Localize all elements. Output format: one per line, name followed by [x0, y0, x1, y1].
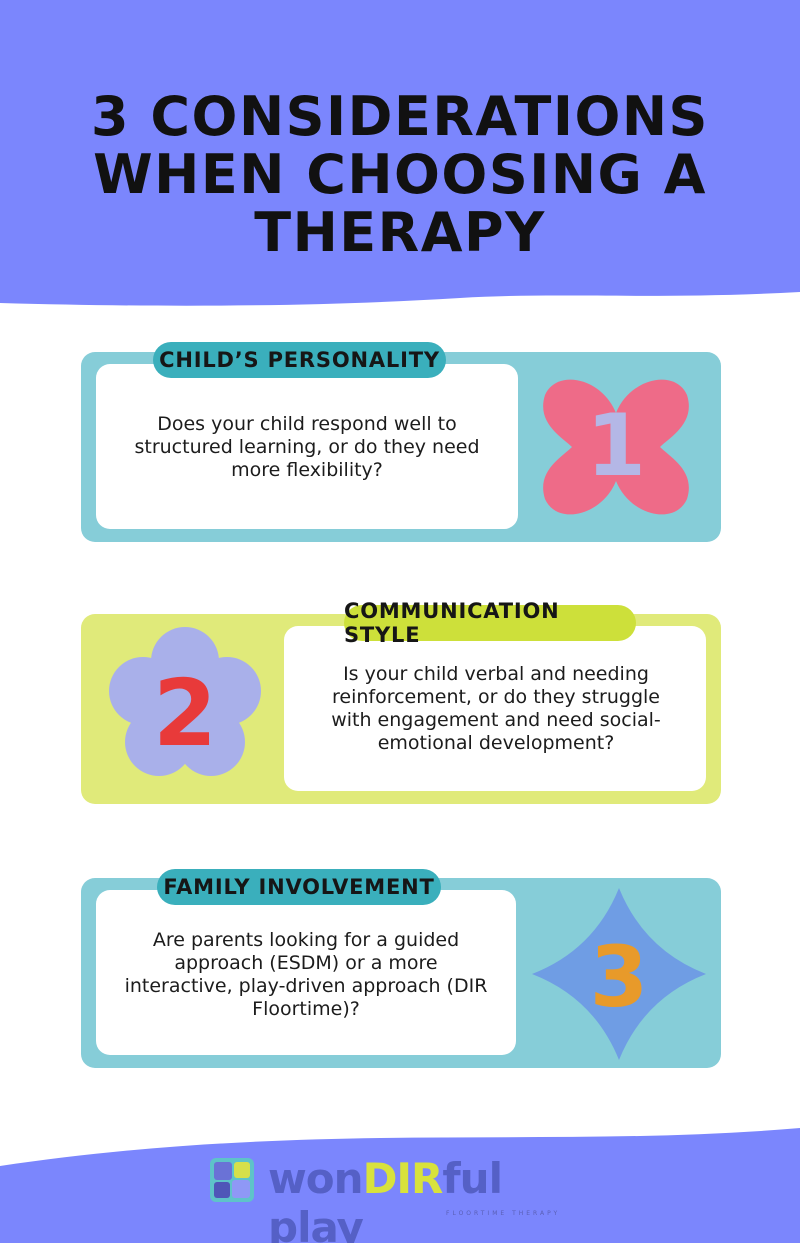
number-3-icon: 3	[589, 928, 649, 1026]
card-2-heading: COMMUNICATION STYLE	[344, 599, 636, 647]
number-2-icon: 2	[152, 659, 217, 767]
card-3-description: Are parents looking for a guided approac…	[124, 929, 488, 1020]
star-shape-3	[532, 888, 706, 1060]
flower-shape-1	[543, 379, 689, 515]
consideration-card-1: Does your child respond well to structur…	[81, 352, 721, 542]
card-1-heading: CHILD’S PERSONALITY	[153, 342, 446, 378]
header-band	[0, 0, 800, 306]
footer-band	[0, 1128, 800, 1243]
title-line-1: 3 CONSIDERATIONS	[91, 85, 709, 148]
logo-part-won: won	[268, 1154, 364, 1203]
card-3-heading: FAMILY INVOLVEMENT	[157, 869, 441, 905]
logo-part-fulplay: ful play	[268, 1154, 503, 1243]
title-line-3: THERAPY	[254, 201, 546, 264]
card-3-text-box	[96, 890, 516, 1055]
logo-part-dir: DIR	[362, 1154, 444, 1203]
card-1-description: Does your child respond well to structur…	[134, 412, 480, 481]
logo-subtitle: FLOORTIME THERAPY	[446, 1210, 561, 1217]
logo-mark-icon	[210, 1158, 254, 1202]
flower-shape-2	[109, 627, 261, 776]
card-1-text-box	[96, 364, 518, 529]
number-1-icon: 1	[586, 396, 646, 496]
page-title: 3 CONSIDERATIONS WHEN CHOOSING A THERAPY	[60, 88, 740, 262]
logo-wordmark: wonDIRful play	[268, 1154, 588, 1243]
card-2-description: Is your child verbal and needing reinfor…	[331, 663, 661, 754]
brand-logo: wonDIRful play FLOORTIME THERAPY	[208, 1152, 588, 1243]
card-2-text-box	[284, 626, 706, 791]
title-line-2: WHEN CHOOSING A	[93, 143, 707, 206]
